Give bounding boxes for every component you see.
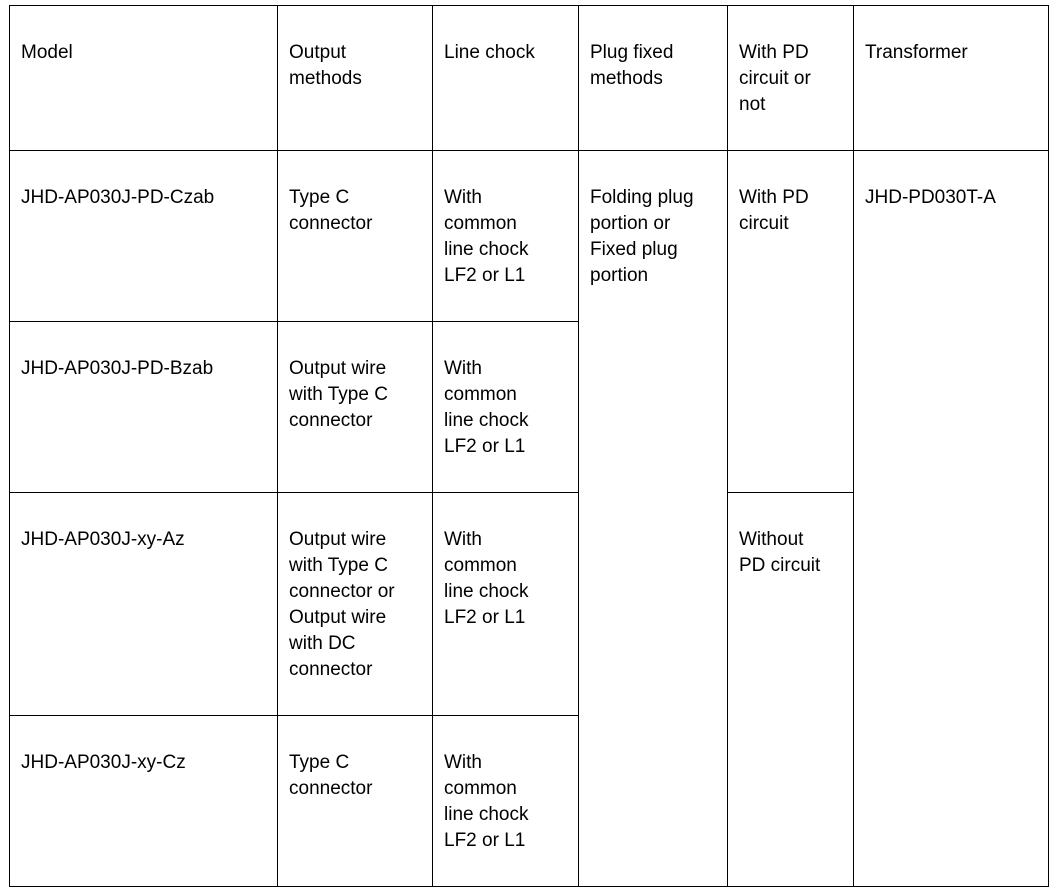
cell-line-chock: With common line chock LF2 or L1 bbox=[432, 715, 579, 887]
column-header-line-chock: Line chock bbox=[432, 5, 579, 151]
column-header-model: Model bbox=[9, 5, 278, 151]
column-header-model-label: Model bbox=[21, 42, 73, 63]
cell-pd-circuit-without-merged: Without PD circuit bbox=[727, 492, 854, 887]
column-header-output-methods-label: Output methods bbox=[289, 42, 362, 89]
cell-output-methods-value: Type C connector bbox=[289, 187, 373, 234]
cell-line-chock-value: With common line chock LF2 or L1 bbox=[444, 529, 529, 628]
page-root: Model Output methods Line chock Plug fix… bbox=[9, 5, 1049, 887]
cell-output-methods-value: Output wire with Type C connector or Out… bbox=[289, 529, 395, 680]
cell-output-methods-value: Type C connector bbox=[289, 752, 373, 799]
cell-model: JHD-AP030J-xy-Cz bbox=[9, 715, 278, 887]
cell-line-chock-value: With common line chock LF2 or L1 bbox=[444, 187, 529, 286]
column-header-transformer-label: Transformer bbox=[865, 42, 968, 63]
cell-output-methods: Type C connector bbox=[277, 715, 433, 887]
cell-line-chock: With common line chock LF2 or L1 bbox=[432, 321, 579, 493]
cell-model: JHD-AP030J-PD-Bzab bbox=[9, 321, 278, 493]
table-row: JHD-AP030J-PD-Bzab Output wire with Type… bbox=[9, 321, 1049, 493]
cell-plug-fixed-methods-value: Folding plug portion or Fixed plug porti… bbox=[590, 187, 694, 286]
cell-model-value: JHD-AP030J-PD-Czab bbox=[21, 187, 215, 208]
cell-line-chock: With common line chock LF2 or L1 bbox=[432, 150, 579, 322]
column-header-output-methods: Output methods bbox=[277, 5, 433, 151]
cell-model-value: JHD-AP030J-xy-Az bbox=[21, 529, 185, 550]
cell-output-methods: Output wire with Type C connector or Out… bbox=[277, 492, 433, 716]
cell-pd-circuit-with-merged: With PD circuit bbox=[727, 150, 854, 493]
cell-line-chock-value: With common line chock LF2 or L1 bbox=[444, 358, 529, 457]
column-header-line-chock-label: Line chock bbox=[444, 42, 535, 63]
cell-model-value: JHD-AP030J-xy-Cz bbox=[21, 752, 186, 773]
model-specification-table: Model Output methods Line chock Plug fix… bbox=[9, 5, 1049, 887]
cell-output-methods: Type C connector bbox=[277, 150, 433, 322]
cell-plug-fixed-methods-merged: Folding plug portion or Fixed plug porti… bbox=[578, 150, 728, 887]
cell-line-chock-value: With common line chock LF2 or L1 bbox=[444, 752, 529, 851]
cell-transformer-value: JHD-PD030T-A bbox=[865, 187, 996, 208]
cell-model-value: JHD-AP030J-PD-Bzab bbox=[21, 358, 214, 379]
cell-output-methods-value: Output wire with Type C connector bbox=[289, 358, 388, 431]
column-header-pd-circuit: With PD circuit or not bbox=[727, 5, 854, 151]
column-header-plug-fixed-methods-label: Plug fixed methods bbox=[590, 42, 674, 89]
cell-pd-circuit-with-value: With PD circuit bbox=[739, 187, 809, 234]
cell-model: JHD-AP030J-xy-Az bbox=[9, 492, 278, 716]
cell-output-methods: Output wire with Type C connector bbox=[277, 321, 433, 493]
cell-model: JHD-AP030J-PD-Czab bbox=[9, 150, 278, 322]
table-row: JHD-AP030J-xy-Az Output wire with Type C… bbox=[9, 492, 1049, 887]
table-header-row: Model Output methods Line chock Plug fix… bbox=[9, 5, 1049, 151]
column-header-pd-circuit-label: With PD circuit or not bbox=[739, 42, 811, 115]
cell-line-chock: With common line chock LF2 or L1 bbox=[432, 492, 579, 716]
column-header-plug-fixed-methods: Plug fixed methods bbox=[578, 5, 728, 151]
column-header-transformer: Transformer bbox=[853, 5, 1049, 151]
cell-transformer-merged: JHD-PD030T-A bbox=[853, 150, 1049, 887]
cell-pd-circuit-without-value: Without PD circuit bbox=[739, 529, 821, 576]
table-row: JHD-AP030J-PD-Czab Type C connector With… bbox=[9, 150, 1049, 887]
